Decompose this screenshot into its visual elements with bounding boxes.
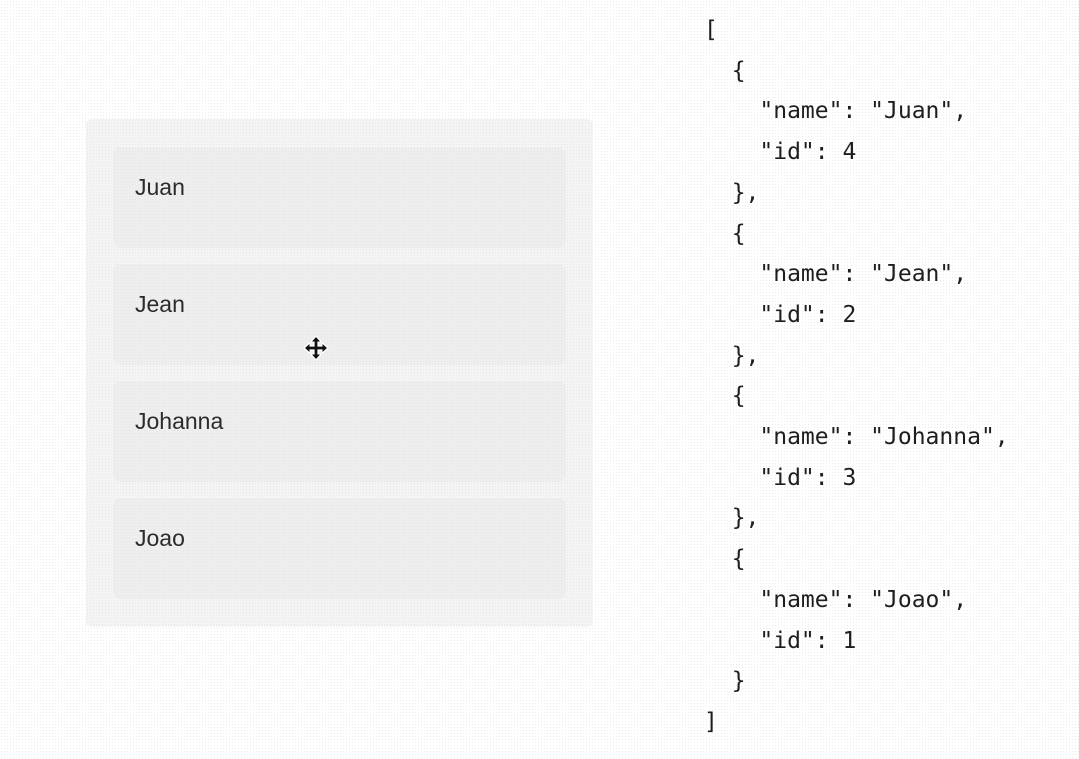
list-item-label: Johanna [135, 408, 224, 434]
json-output: [ { "name": "Juan", "id": 4 }, { "name":… [704, 17, 1009, 735]
list-item-label: Juan [135, 174, 185, 200]
list-item-label: Jean [135, 291, 185, 317]
list-item[interactable]: Juan [113, 147, 566, 248]
list-item[interactable]: Joao [113, 498, 566, 599]
sortable-list: Juan Jean Johanna Joao [86, 119, 593, 627]
list-item-label: Joao [135, 525, 185, 551]
list-item[interactable]: Johanna [113, 381, 566, 482]
move-cursor-icon [303, 335, 329, 361]
list-item[interactable]: Jean [113, 264, 566, 365]
